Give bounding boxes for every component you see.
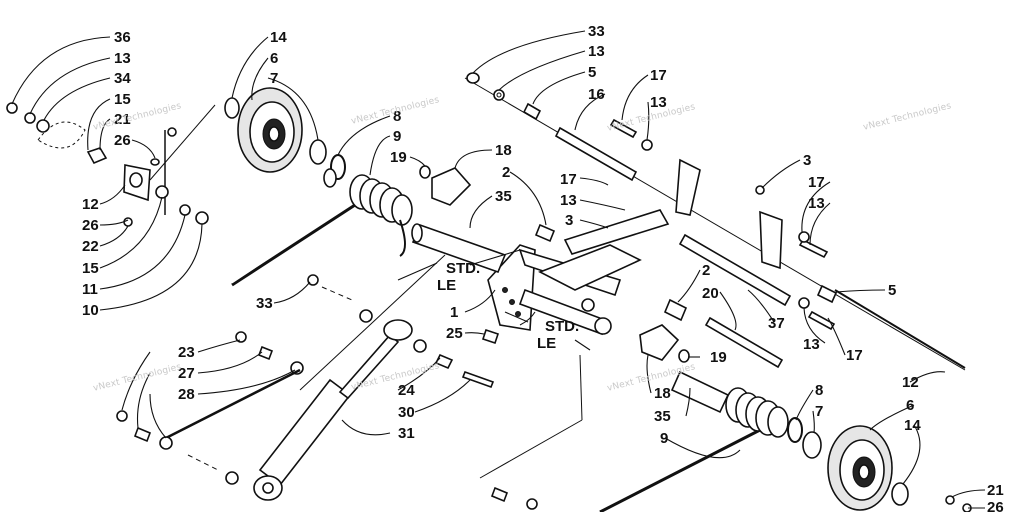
callout-16: 16	[588, 86, 605, 103]
callout-35-low: 35	[654, 408, 671, 425]
callout-5-top: 5	[588, 64, 596, 81]
callout-numbers: 36 13 34 15 21 26 12 26 22 15 11 10 14 6…	[82, 23, 1004, 512]
callout-17-low: 17	[846, 347, 863, 364]
callout-13-low: 13	[803, 336, 820, 353]
callout-36: 36	[114, 29, 131, 46]
callout-14: 14	[270, 29, 287, 46]
lower-left-rod	[116, 331, 538, 510]
callout-33-left: 33	[256, 295, 273, 312]
callout-18-low: 18	[654, 385, 671, 402]
callout-13-mid: 13	[650, 94, 667, 111]
callout-13: 13	[114, 50, 131, 67]
callout-33: 33	[588, 23, 605, 40]
callout-21-low: 21	[987, 482, 1004, 499]
callout-13-top: 13	[588, 43, 605, 60]
callout-26b: 26	[82, 217, 99, 234]
callout-25: 25	[446, 325, 463, 342]
callout-12-low: 12	[902, 374, 919, 391]
callout-19-low: 19	[710, 349, 727, 366]
callout-17-right: 17	[808, 174, 825, 191]
callout-27: 27	[178, 365, 195, 382]
note-std-upper: STD.	[446, 260, 480, 277]
callout-1: 1	[450, 304, 458, 321]
upper-left-wheel	[224, 87, 337, 188]
lower-right-wheel	[827, 425, 972, 512]
front-shaft-spring	[330, 154, 556, 274]
callout-17-top: 17	[650, 67, 667, 84]
callout-30: 30	[398, 404, 415, 421]
callout-13-left: 13	[560, 192, 577, 209]
leader-lines	[11, 30, 986, 509]
callout-13-right: 13	[808, 195, 825, 212]
callout-3-right: 3	[803, 152, 811, 169]
note-std-lower: STD.	[545, 318, 579, 335]
model-notes: STD. LE STD. LE	[397, 249, 591, 352]
callout-31: 31	[398, 425, 415, 442]
note-le-upper: LE	[437, 277, 456, 294]
callout-24: 24	[398, 382, 415, 399]
lower-right-spring	[639, 324, 822, 459]
rear-axle-parts	[466, 72, 838, 369]
upper-left-hardware	[6, 102, 216, 227]
callout-21: 21	[114, 111, 131, 128]
callout-22: 22	[82, 238, 99, 255]
callout-28: 28	[178, 386, 195, 403]
center-frame	[487, 209, 670, 336]
callout-11: 11	[82, 281, 98, 298]
callout-15b: 15	[82, 260, 99, 277]
callout-2: 2	[502, 164, 510, 181]
callout-35: 35	[495, 188, 512, 205]
callout-9: 9	[393, 128, 401, 145]
callout-12: 12	[82, 196, 99, 213]
callout-7: 7	[270, 70, 278, 87]
callout-26-low: 26	[987, 499, 1004, 512]
callout-6: 6	[270, 50, 278, 67]
callout-20: 20	[702, 285, 719, 302]
callout-26: 26	[114, 132, 131, 149]
note-le-lower: LE	[537, 335, 556, 352]
callout-7-low: 7	[815, 403, 823, 420]
callout-15: 15	[114, 91, 131, 108]
axle-lines	[231, 77, 966, 512]
callout-14-low: 14	[904, 417, 921, 434]
callout-19: 19	[390, 149, 407, 166]
callout-34: 34	[114, 70, 131, 87]
callout-3: 3	[565, 212, 573, 229]
callout-37: 37	[768, 315, 785, 332]
callout-8: 8	[393, 108, 401, 125]
callout-23: 23	[178, 344, 195, 361]
callout-17-left: 17	[560, 171, 577, 188]
callout-18: 18	[495, 142, 512, 159]
callout-6-low: 6	[906, 397, 914, 414]
shock-absorber	[253, 274, 500, 501]
callout-8-low: 8	[815, 382, 823, 399]
callout-5-right: 5	[888, 282, 896, 299]
callout-10: 10	[82, 302, 99, 319]
callout-9-low: 9	[660, 430, 668, 447]
callout-2-right: 2	[702, 262, 710, 279]
